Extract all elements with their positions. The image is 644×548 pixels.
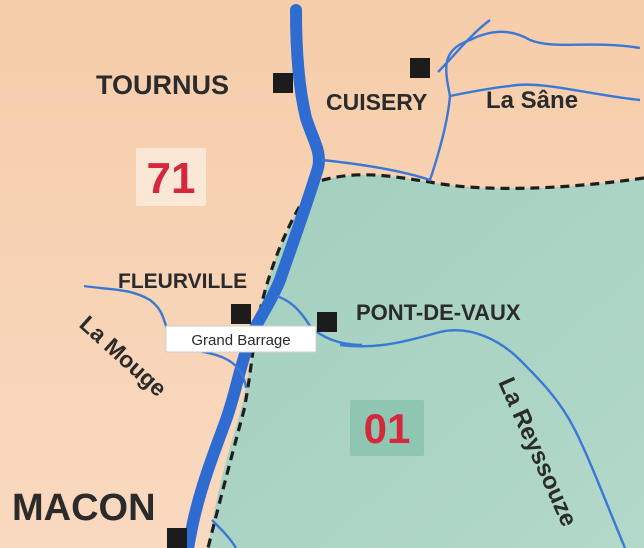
department-01-badge (350, 400, 424, 456)
pont-de-vaux-label: PONT-DE-VAUX (356, 300, 521, 325)
cuisery-square-marker-icon (410, 58, 430, 78)
macon-label: MACON (12, 487, 156, 529)
river-sane-branch2-line (437, 19, 491, 73)
fleurville-label: FLEURVILLE (118, 270, 247, 293)
cuisery-label: CUISERY (326, 89, 427, 115)
fleurville-square-marker-icon (231, 304, 251, 324)
river-south-line (211, 519, 238, 548)
department-01-area (208, 174, 644, 548)
department-boundary-line (206, 173, 644, 548)
grand-barrage-callout-box (165, 325, 317, 353)
grand-barrage-callout-text: Grand Barrage (191, 332, 290, 349)
river-sane-branch-line (445, 30, 641, 97)
department-01-number: 01 (364, 405, 411, 452)
river-sane-label: La Sâne (486, 87, 578, 114)
department-71-badge (136, 148, 206, 206)
river-sane-line (321, 83, 641, 182)
main-river-line (182, 4, 325, 548)
pont-de-vaux-square-marker-icon (317, 312, 337, 332)
tournus-square-marker-icon (273, 73, 293, 93)
department-71-number: 71 (147, 154, 196, 203)
macon-square-marker-icon (167, 528, 187, 548)
tournus-label: TOURNUS (96, 70, 229, 100)
river-reyssouze-line (339, 329, 627, 548)
